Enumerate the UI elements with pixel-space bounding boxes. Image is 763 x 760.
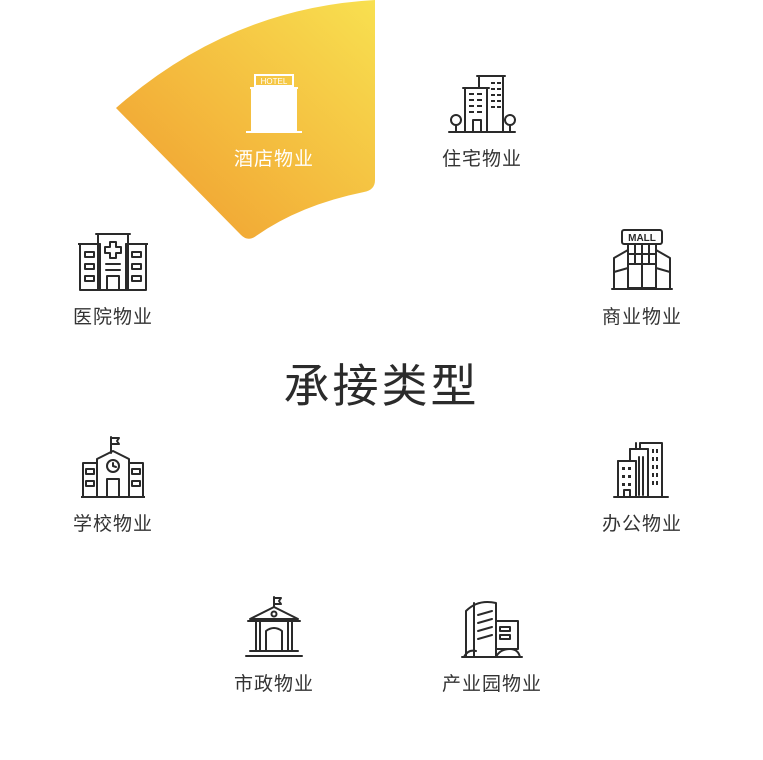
hospital-icon xyxy=(73,226,153,292)
item-school[interactable]: 学校物业 xyxy=(38,433,188,536)
hotel-icon: HOTEL xyxy=(234,68,314,134)
item-industrial-park[interactable]: 产业园物业 xyxy=(417,593,567,696)
hotel-sign-text: HOTEL xyxy=(261,77,288,86)
residential-icon xyxy=(442,68,522,134)
item-hotel[interactable]: HOTEL 酒店物业 xyxy=(199,68,349,171)
mall-icon: MALL xyxy=(602,226,682,292)
office-icon xyxy=(602,433,682,499)
mall-sign-text: MALL xyxy=(628,233,656,244)
item-municipal[interactable]: 市政物业 xyxy=(199,593,349,696)
item-label: 办公物业 xyxy=(601,513,682,535)
item-label: 医院物业 xyxy=(72,306,153,328)
item-hospital[interactable]: 医院物业 xyxy=(38,226,188,329)
item-label: 商业物业 xyxy=(601,306,682,328)
item-office[interactable]: 办公物业 xyxy=(567,433,717,536)
item-label: 市政物业 xyxy=(233,673,314,695)
item-label: 酒店物业 xyxy=(233,148,314,170)
page-title: 承接类型 xyxy=(283,359,480,413)
item-label: 学校物业 xyxy=(72,513,153,535)
school-icon xyxy=(73,433,153,499)
item-label: 产业园物业 xyxy=(441,673,542,695)
industrial-park-icon xyxy=(452,593,532,659)
item-residential[interactable]: 住宅物业 xyxy=(407,68,557,171)
item-commercial[interactable]: MALL 商业物业 xyxy=(567,226,717,329)
item-label: 住宅物业 xyxy=(441,148,522,170)
municipal-icon xyxy=(234,593,314,659)
